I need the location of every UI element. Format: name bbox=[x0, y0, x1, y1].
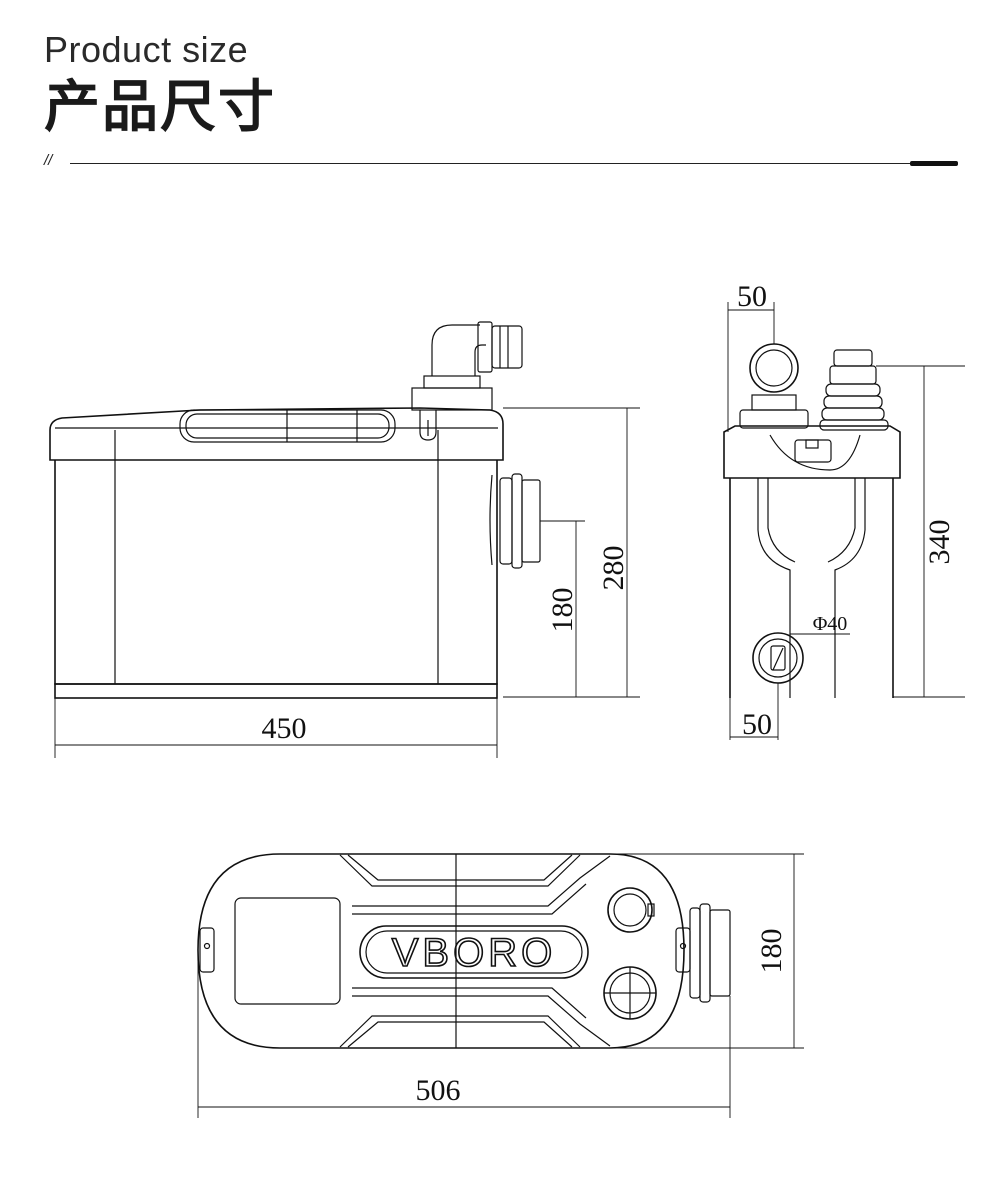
header: Product size 产品尺寸 bbox=[44, 28, 276, 140]
divider-line bbox=[70, 163, 915, 164]
dim-front-outlet-height: 180 bbox=[546, 588, 579, 633]
title-chinese: 产品尺寸 bbox=[44, 75, 276, 138]
dim-side-inlet-diameter: Φ40 bbox=[813, 613, 848, 635]
dim-top-depth: 180 bbox=[755, 929, 788, 974]
top-view bbox=[197, 853, 804, 1118]
title-english: Product size bbox=[44, 29, 249, 70]
dim-side-bottom-offset: 50 bbox=[742, 708, 772, 741]
divider-mark: // bbox=[44, 152, 53, 169]
side-view bbox=[723, 302, 965, 740]
dim-front-height: 280 bbox=[597, 546, 630, 591]
dim-side-top-offset: 50 bbox=[737, 280, 767, 313]
dim-front-width: 450 bbox=[262, 712, 307, 745]
brand-logo-text: VBORO bbox=[392, 931, 556, 975]
dim-top-length: 506 bbox=[416, 1074, 461, 1107]
front-view bbox=[49, 321, 640, 758]
divider-accent bbox=[910, 161, 958, 166]
dim-side-height: 340 bbox=[923, 520, 956, 565]
